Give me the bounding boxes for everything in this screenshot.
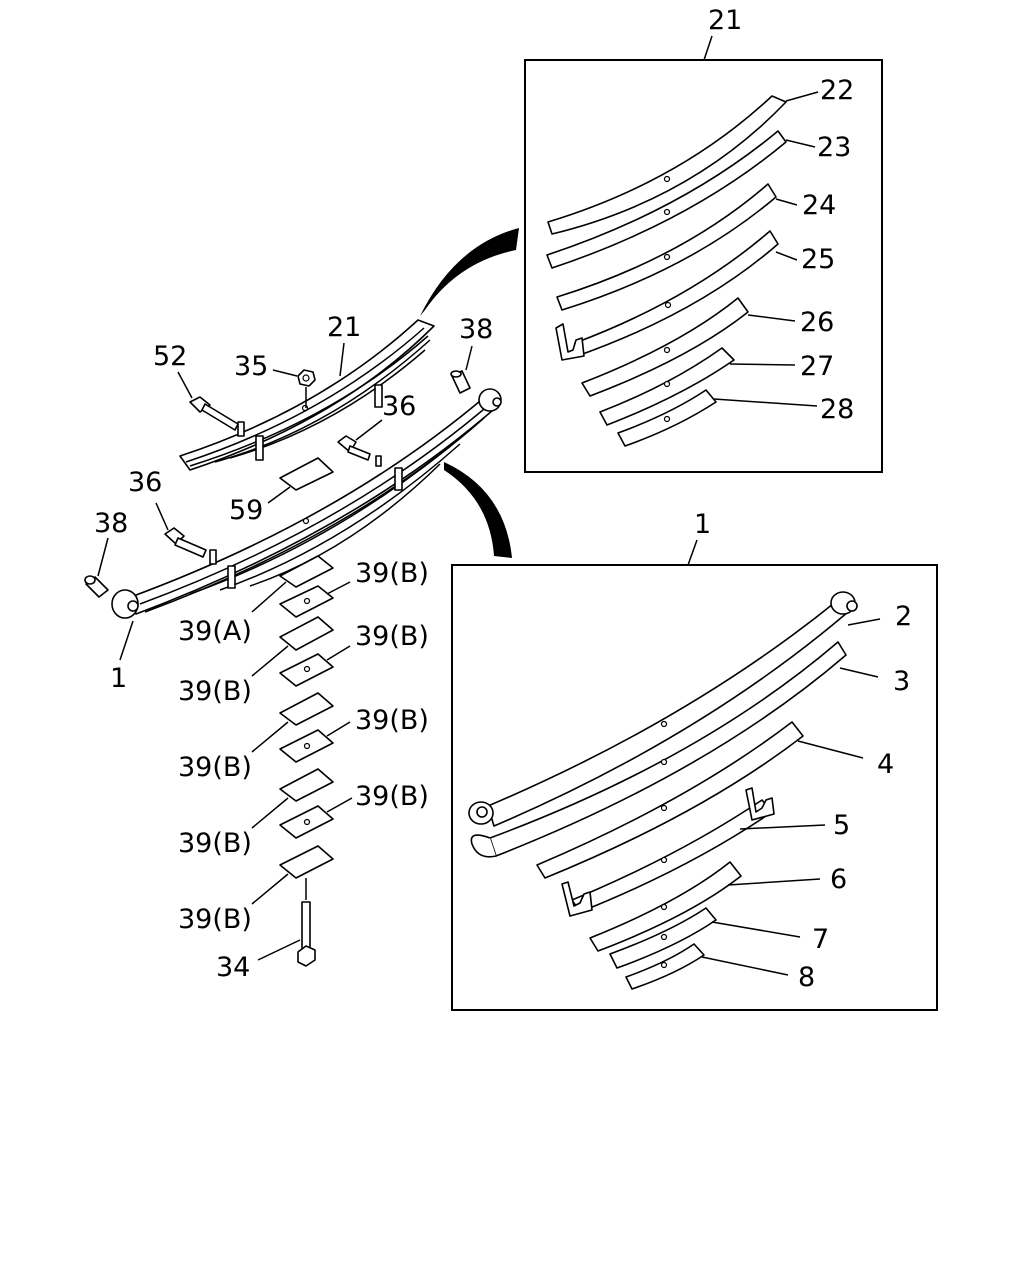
bushing-38-top: 38 bbox=[450, 314, 493, 394]
leaf-5: 5 bbox=[561, 787, 850, 917]
bolt-36-left: 36 bbox=[128, 467, 207, 558]
leaf-3: 3 bbox=[470, 641, 910, 858]
shim-39b-3 bbox=[279, 645, 351, 687]
shim-39b-1 bbox=[279, 581, 351, 618]
leaf-2: 2 bbox=[468, 591, 912, 827]
leaf-6: 6 bbox=[589, 861, 847, 952]
label-22: 22 bbox=[820, 75, 854, 106]
leaf-23: 23 bbox=[546, 130, 851, 269]
label-35: 35 bbox=[234, 351, 268, 382]
leaf-28: 28 bbox=[617, 389, 854, 447]
label-38-top: 38 bbox=[459, 314, 493, 345]
label-7: 7 bbox=[812, 924, 829, 955]
label-26: 26 bbox=[800, 307, 834, 338]
shim-39b-2 bbox=[251, 616, 334, 677]
label-1-main: 1 bbox=[110, 663, 127, 694]
label-28: 28 bbox=[820, 394, 854, 425]
label-27: 27 bbox=[800, 351, 834, 382]
label-39b-r4: 39(B) bbox=[355, 781, 429, 812]
leaf-27: 27 bbox=[599, 347, 834, 426]
inset-title-21: 21 bbox=[708, 5, 742, 36]
shim-39b-8 bbox=[251, 845, 334, 905]
shim-stack-39: 39(B) 39(A) 39(B) 39(B) 39(B) 39(B) 39(B… bbox=[178, 555, 429, 935]
leaf-4: 4 bbox=[536, 721, 894, 879]
inset-title-1: 1 bbox=[694, 509, 711, 540]
spring-assembly-1: 1 bbox=[110, 388, 502, 694]
label-24: 24 bbox=[802, 190, 836, 221]
label-5: 5 bbox=[833, 810, 850, 841]
label-39b-r2: 39(B) bbox=[355, 621, 429, 652]
label-39b-r1: 39(B) bbox=[355, 558, 429, 589]
label-39a: 39(A) bbox=[178, 616, 252, 647]
pad-59: 59 bbox=[229, 457, 334, 526]
leaf-8: 8 bbox=[625, 943, 815, 993]
label-36-left: 36 bbox=[128, 467, 162, 498]
label-39b-l4: 39(B) bbox=[178, 904, 252, 935]
label-39b-l1: 39(B) bbox=[178, 676, 252, 707]
inset-box-1: 1 2 3 4 bbox=[451, 509, 938, 1011]
leaf-22: 22 bbox=[547, 75, 854, 235]
nut-35: 35 bbox=[234, 351, 316, 408]
inset-box-21: 21 22 23 24 25 bbox=[524, 5, 883, 473]
shim-39b-4 bbox=[251, 692, 334, 753]
center-bolt-34: 34 bbox=[216, 878, 316, 983]
label-52: 52 bbox=[153, 341, 187, 372]
inset-frame-1 bbox=[451, 564, 938, 1011]
inset-frame-21 bbox=[524, 59, 883, 473]
bushing-38-left: 38 bbox=[84, 508, 128, 598]
shim-39b-5 bbox=[279, 721, 351, 763]
label-6: 6 bbox=[830, 864, 847, 895]
label-8: 8 bbox=[798, 962, 815, 993]
label-36-right: 36 bbox=[382, 391, 416, 422]
label-3: 3 bbox=[893, 666, 910, 697]
leaf-7: 7 bbox=[609, 907, 829, 969]
label-23: 23 bbox=[817, 132, 851, 163]
shim-39a bbox=[251, 555, 334, 613]
label-34: 34 bbox=[216, 952, 250, 983]
label-21-main: 21 bbox=[327, 312, 361, 343]
bolt-36-right: 36 bbox=[337, 391, 416, 467]
label-38-left: 38 bbox=[94, 508, 128, 539]
callout-wedge-top bbox=[420, 228, 519, 316]
label-39b-r3: 39(B) bbox=[355, 705, 429, 736]
shim-39b-7 bbox=[279, 797, 353, 839]
callout-wedge-bottom bbox=[444, 462, 512, 558]
label-59: 59 bbox=[229, 495, 263, 526]
main-assembly: 21 52 35 38 36 bbox=[84, 312, 502, 983]
shim-39b-6 bbox=[251, 768, 334, 829]
label-39b-l2: 39(B) bbox=[178, 752, 252, 783]
label-2: 2 bbox=[895, 601, 912, 632]
bolt-52: 52 bbox=[153, 341, 239, 431]
leaf-26: 26 bbox=[581, 297, 834, 397]
leaf-25: 25 bbox=[555, 230, 835, 361]
label-4: 4 bbox=[877, 749, 894, 780]
leaf-24: 24 bbox=[556, 183, 836, 311]
label-25: 25 bbox=[801, 244, 835, 275]
label-39b-l3: 39(B) bbox=[178, 828, 252, 859]
